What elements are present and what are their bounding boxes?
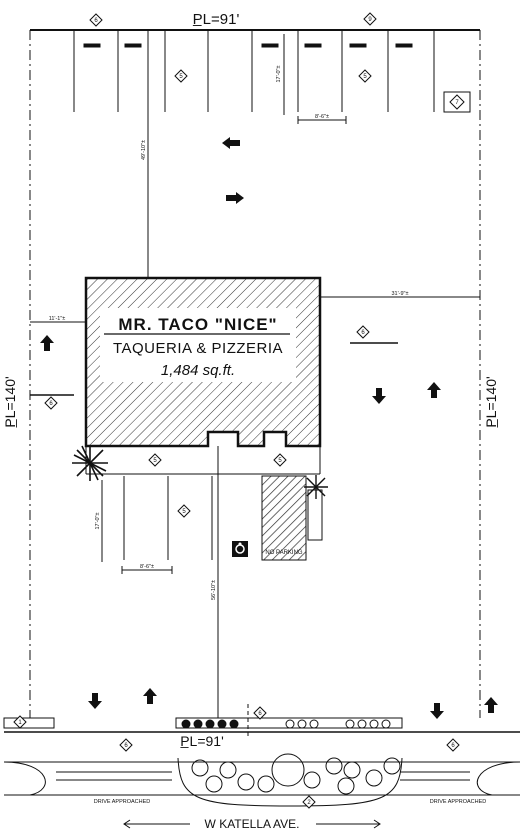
right-property-line-label: P̲L=140' xyxy=(483,376,499,428)
property-boundary xyxy=(4,29,520,796)
keynote-marker xyxy=(44,396,58,410)
keynote-marker xyxy=(273,453,287,467)
keynote-number: 6 xyxy=(361,330,365,336)
arrow-up-icon xyxy=(40,335,54,351)
keynote-marker xyxy=(358,69,372,83)
palm-tree-icon xyxy=(72,445,108,481)
dimension-label: 17'-0"± xyxy=(276,65,282,82)
keynote-marker xyxy=(148,453,162,467)
keynote-number: 7 xyxy=(455,100,459,106)
palm-tree-icon xyxy=(304,475,328,499)
arrow-up-icon xyxy=(143,688,157,704)
bottom-property-line-label: P̲L=91' xyxy=(179,733,223,749)
street-area xyxy=(3,753,521,829)
dimension-label: 56'-10"± xyxy=(211,580,217,600)
north-parking-stalls xyxy=(73,30,471,124)
dimension-label: 17'-0"± xyxy=(95,512,101,529)
keynote-number: 1 xyxy=(18,720,22,726)
keynote-marker xyxy=(446,738,460,752)
keynote-number: 5 xyxy=(179,74,183,80)
keynote-marker xyxy=(174,69,188,83)
dimension-label: 8'-6"± xyxy=(140,564,154,570)
keynote-marker xyxy=(13,715,27,729)
arrow-right-icon xyxy=(226,192,244,204)
keynote-number: 5 xyxy=(153,458,157,464)
building-name: MR. TACO "NICE" xyxy=(118,315,277,334)
keynote-marker xyxy=(449,94,465,110)
keynote-marker xyxy=(356,325,370,339)
left-property-line-label: P̲L=140' xyxy=(2,376,18,428)
south-parking xyxy=(85,446,323,738)
keynote-marker xyxy=(363,12,377,26)
no-parking-label: NO PARKING xyxy=(265,550,303,556)
drive-approach-label: DRIVE APPROACHED xyxy=(430,799,487,805)
keynote-marker xyxy=(177,504,191,518)
keynote-number: 6 xyxy=(94,18,98,24)
arrow-up-icon xyxy=(427,382,441,398)
arrow-down-icon xyxy=(88,693,102,709)
landscape-strip xyxy=(3,717,403,729)
street-name: W KATELLA AVE. xyxy=(205,817,300,831)
arrow-down-icon xyxy=(430,703,444,719)
keynote-marker xyxy=(89,13,103,27)
arrow-left-icon xyxy=(222,137,240,149)
keynote-number: 5 xyxy=(278,458,282,464)
keynote-number: 9 xyxy=(368,17,372,23)
keynote-number: 5 xyxy=(363,74,367,80)
dimension-label: 11'-1"± xyxy=(49,316,66,322)
keynote-number: 6 xyxy=(258,711,262,717)
keynote-number: 2 xyxy=(307,800,311,806)
keynote-marker xyxy=(119,738,133,752)
keynote-number: 6 xyxy=(124,743,128,749)
arrow-up-icon xyxy=(484,697,498,713)
top-property-line-label: P̲L=91' xyxy=(192,11,239,28)
keynote-number: 6 xyxy=(451,743,455,749)
accessible-parking-icon xyxy=(232,541,248,557)
traffic-arrows xyxy=(40,137,498,719)
keynote-number: 6 xyxy=(49,401,53,407)
dimension-label: 8'-6"± xyxy=(315,114,329,120)
building xyxy=(84,276,322,448)
drive-approach-label: DRIVE APPROACHED xyxy=(94,799,151,805)
arrow-down-icon xyxy=(372,388,386,404)
keynote-marker xyxy=(302,795,316,809)
keynote-marker xyxy=(253,706,267,720)
dimension-label: 49'-10"± xyxy=(141,140,147,160)
building-area: 1,484 sq.ft. xyxy=(161,362,235,379)
dimension-label: 31'-9"± xyxy=(391,291,408,297)
dimension-lines xyxy=(30,30,480,718)
keynote-number: 5 xyxy=(182,509,186,515)
keynote-markers xyxy=(13,12,465,809)
building-subtitle: TAQUERIA & PIZZERIA xyxy=(113,340,283,357)
